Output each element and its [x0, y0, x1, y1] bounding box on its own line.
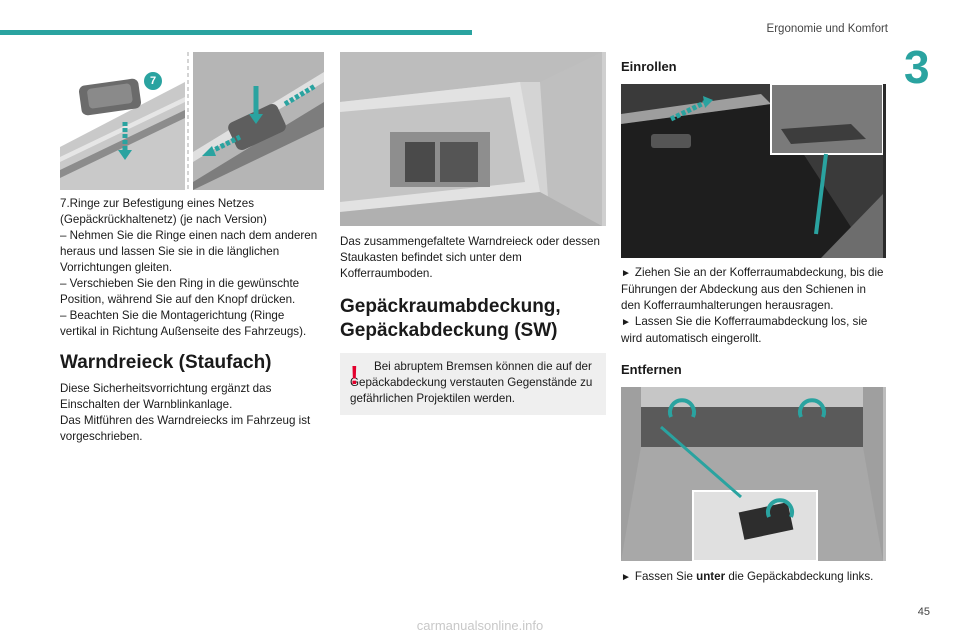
instruction-step: ►Lassen Sie die Kofferraumabdeckung los,… — [621, 314, 886, 347]
arrow-bullet-icon: ► — [621, 317, 631, 328]
ring-instructions: 7.Ringe zur Befestigung eines Netzes (Ge… — [60, 196, 324, 340]
figure-caption: Das zusammengefaltete Warndreieck oder d… — [340, 235, 600, 280]
step-text: Fassen Sie — [634, 570, 697, 583]
section-heading: Warndreieck (Staufach) — [60, 352, 272, 373]
subheading: Einrollen — [621, 59, 677, 74]
column-3: Einrollen ►Ziehen Sie an der Kofferrauma… — [621, 52, 886, 586]
column-1: 7 7.Ringe zur Befestigung eines Netzes (… — [60, 52, 324, 445]
removal-figure — [621, 387, 886, 561]
step-text: die Gepäckabdeckung links. — [725, 570, 874, 583]
section-heading-line2: Gepäckabdeckung (SW) — [340, 320, 558, 341]
chapter-number: 3 — [904, 41, 930, 93]
watermark: carmanualsonline.info — [416, 618, 544, 633]
paragraph: Das Mitführen des Warndreiecks im Fahrze… — [60, 414, 311, 443]
paragraph: – Nehmen Sie die Ringe einen nach dem an… — [60, 229, 318, 274]
warning-text: Bei abruptem Bremsen können die auf der … — [350, 360, 593, 405]
subheading: Entfernen — [621, 362, 682, 377]
step-emphasis: unter — [696, 570, 726, 583]
rolling-figure — [621, 84, 886, 258]
paragraph: – Verschieben Sie den Ring in die gewüns… — [60, 277, 300, 306]
page-number: 45 — [917, 606, 930, 618]
cover-removal-illustration — [621, 387, 883, 561]
arrow-bullet-icon: ► — [621, 572, 631, 583]
warning-box: ! Bei abruptem Bremsen können die auf de… — [340, 353, 606, 415]
instruction-step: ►Fassen Sie unter die Gepäckabdeckung li… — [621, 569, 886, 586]
ring-figure: 7 — [60, 52, 324, 190]
roll-up-illustration — [621, 84, 884, 258]
trunk-floor-figure — [340, 52, 606, 226]
paragraph: Diese Sicherheitsvorrichtung ergänzt das… — [60, 382, 272, 411]
callout-7-badge: 7 — [144, 72, 162, 90]
ring-illustration — [60, 52, 324, 190]
section-title: Ergonomie und Komfort — [766, 23, 888, 35]
header-accent-bar — [0, 30, 472, 35]
step-text: Lassen Sie die Kofferraumabdeckung los, … — [621, 315, 868, 345]
trunk-storage-illustration — [340, 52, 602, 226]
paragraph: 7.Ringe zur Befestigung eines Netzes (Ge… — [60, 197, 267, 226]
warning-icon: ! — [350, 360, 359, 390]
instruction-step: ►Ziehen Sie an der Kofferraumabdeckung, … — [621, 265, 886, 314]
paragraph: – Beachten Sie die Montagerichtung (Ring… — [60, 309, 307, 338]
section-heading: Gepäckraumabdeckung, — [340, 296, 561, 317]
column-2: Das zusammengefaltete Warndreieck oder d… — [340, 52, 606, 415]
step-text: Ziehen Sie an der Kofferraumabdeckung, b… — [621, 266, 884, 312]
arrow-bullet-icon: ► — [621, 268, 631, 279]
